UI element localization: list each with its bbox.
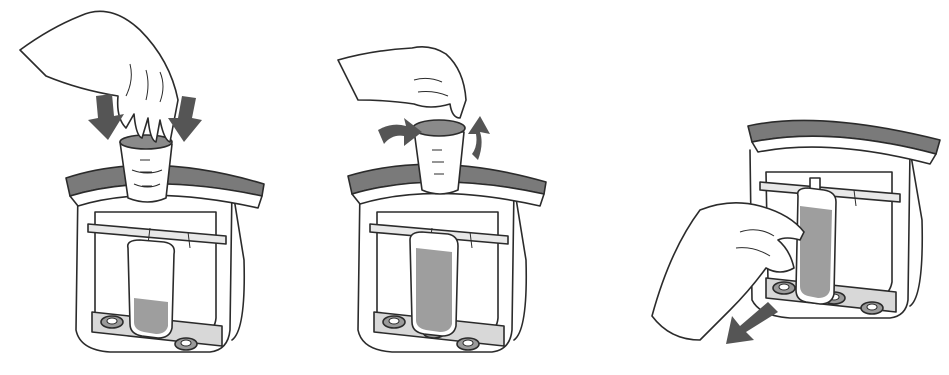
foot-3 (457, 338, 479, 350)
filling-cup (120, 135, 172, 202)
pouch (128, 240, 175, 338)
foot-1 (773, 282, 795, 294)
pouch (796, 178, 836, 304)
step-1-illustration (0, 0, 300, 375)
step-3-illustration (640, 0, 949, 375)
twist-arrow-right-icon (468, 116, 490, 160)
hand (652, 203, 804, 340)
hand (338, 47, 466, 118)
step-2-panel (318, 0, 618, 375)
step-2-illustration (318, 0, 618, 375)
foot-3 (861, 302, 883, 314)
foot-1 (101, 316, 123, 328)
step-1-panel (0, 0, 300, 375)
step-3-panel (640, 0, 949, 375)
pouch (410, 232, 458, 336)
pull-arrow-icon (726, 302, 778, 344)
foot-3 (175, 338, 197, 350)
foot-1 (383, 316, 405, 328)
